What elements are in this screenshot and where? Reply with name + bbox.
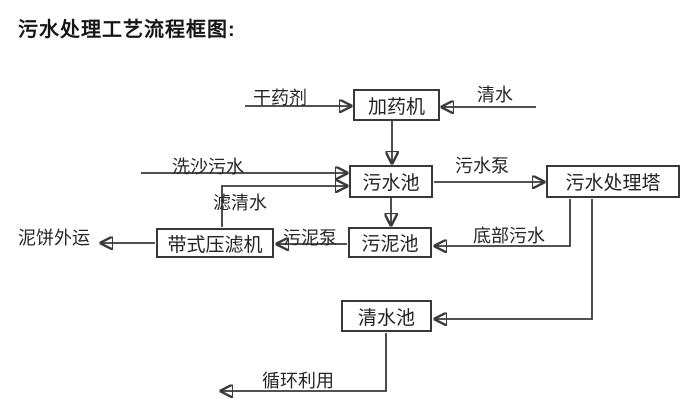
label-dry-chemical: 干药剂: [253, 88, 307, 108]
node-dosing-machine: 加药机: [353, 89, 440, 121]
node-sludge-pool: 污泥池: [348, 227, 432, 258]
diagram-title: 污水处理工艺流程框图:: [18, 19, 236, 41]
edge-recycle-arrow: [221, 333, 387, 391]
label-sandwash-sewage: 洗沙污水: [172, 157, 244, 177]
node-treatment-tower: 污水处理塔: [546, 165, 680, 198]
label-mudcake-out: 泥饼外运: [18, 228, 90, 248]
node-belt-filter-press: 带式压滤机: [156, 228, 274, 258]
label-sludge-pump: 污泥泵: [283, 228, 337, 248]
label-sewage-pump: 污水泵: [455, 156, 509, 176]
edge-bottom-sewage-arrow: [435, 199, 571, 246]
label-clean-water: 清水: [477, 85, 513, 105]
edge-filtered-water-arrow: [221, 186, 347, 227]
node-sewage-pool: 污水池: [349, 165, 433, 198]
label-recycle: 循环利用: [262, 371, 334, 391]
label-filtered-water: 滤清水: [213, 193, 267, 213]
node-clean-water-pool: 清水池: [341, 300, 432, 332]
label-bottom-sewage: 底部污水: [473, 226, 545, 246]
edge-tower-to-cleanpool-arrow: [435, 199, 593, 319]
